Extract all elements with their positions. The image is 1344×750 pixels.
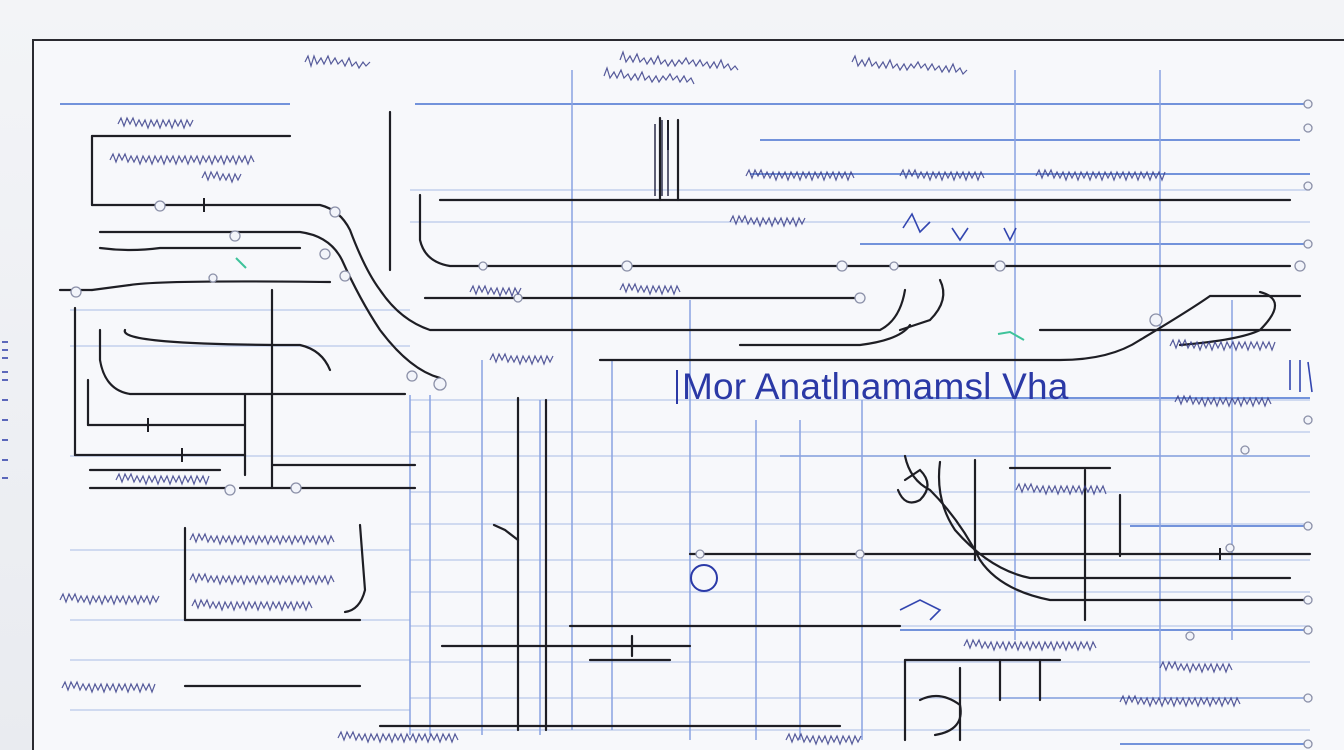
micro-label-strokes <box>59 50 1276 746</box>
title-cursor-bar <box>676 370 678 404</box>
diagram-title: Mor Anatlnamamsl Vha <box>676 368 1069 405</box>
black-wiring <box>58 110 1312 742</box>
blue-verticals <box>409 70 1233 740</box>
blue-doodles <box>899 212 1313 621</box>
green-accents <box>235 257 1025 341</box>
blue-ring-marker <box>690 564 718 592</box>
diagram-title-text: Mor Anatlnamamsl Vha <box>682 366 1069 407</box>
side-margin-strokes <box>2 341 8 479</box>
connector-nodes <box>70 99 1313 749</box>
stacked-glyph-column <box>654 120 669 196</box>
